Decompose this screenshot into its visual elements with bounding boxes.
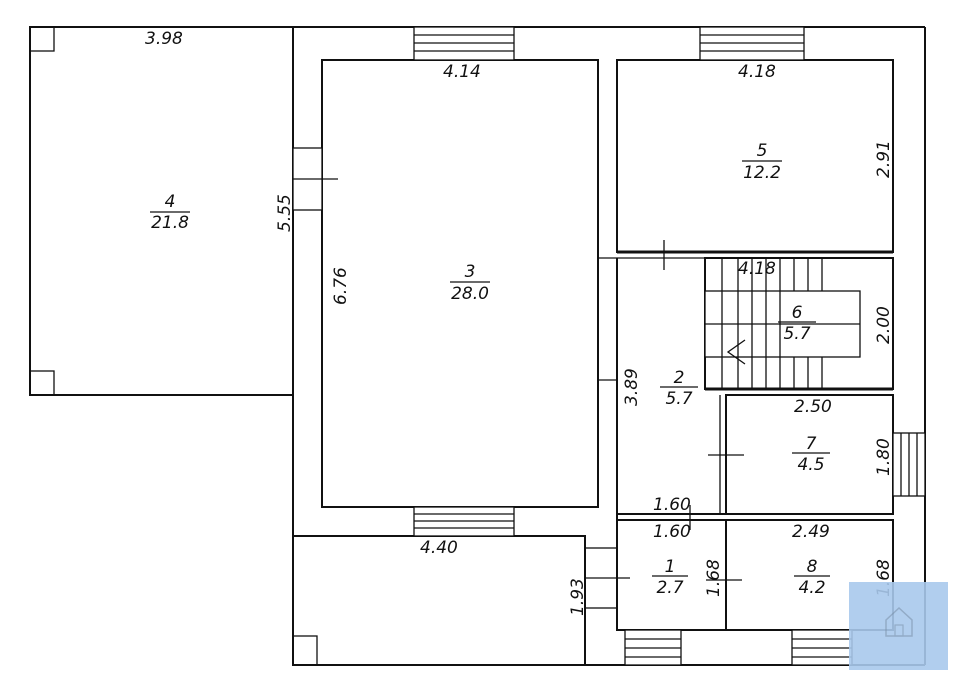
watermark-box [849,582,948,670]
dim-left-wall: 5.55 [275,194,295,232]
dim-room6-height: 2.00 [874,306,894,344]
dim-room3-height: 6.76 [331,267,351,305]
dim-room2-bottom: 1.60 [653,495,691,515]
window-bottom-room3 [413,506,515,537]
room-6-area: 5.7 [783,324,810,344]
room-5-number: 5 [757,141,768,161]
dim-room3-top: 4.14 [443,62,481,82]
room-2-label: 2 5.7 [660,368,698,409]
dim-room7-height: 1.80 [874,438,894,476]
room-4-area: 21.8 [151,213,189,233]
window-bottom-room1 [624,629,682,666]
room-4-label: 4 21.8 [150,192,190,233]
room-7-area: 4.5 [797,455,824,475]
doors [292,147,744,630]
room-4-number: 4 [165,192,176,212]
room-5-outline [616,59,894,253]
room-1-area: 2.7 [656,578,683,598]
dim-room1-top: 1.60 [653,522,691,542]
dim-room8-top: 2.49 [792,522,830,542]
room-5-label: 5 12.2 [742,141,782,183]
dim-room7-top: 2.50 [794,397,832,417]
room-8-area: 4.2 [798,578,825,598]
column-bottom [292,635,318,666]
dim-room2-height: 3.89 [622,368,642,406]
room-3-label: 3 28.0 [450,262,490,304]
window-top-room5 [699,26,805,61]
room-2-number: 2 [674,368,685,388]
dim-room5-height: 2.91 [874,140,894,178]
room-labels: 4 21.8 3 28.0 5 12.2 6 5.7 2 5.7 7 4.5 [150,141,830,598]
window-top-room3 [413,26,515,61]
column-bottom-left [29,370,55,396]
dim-room5-top: 4.18 [738,62,776,82]
room-2-area: 5.7 [665,389,692,409]
room-1-label: 1 2.7 [652,557,688,598]
dim-room4-top: 3.98 [145,29,183,49]
windows [413,26,926,666]
stair-arrow-icon [726,339,746,365]
column-top-left [29,26,55,52]
staircase [704,258,861,389]
dimension-labels: 3.98 4.14 4.18 5.55 6.76 2.91 4.18 2.00 … [145,29,894,616]
dim-bottom-left-height: 1.93 [568,578,588,616]
dim-room1-height: 1.68 [704,559,724,597]
room-8-label: 8 4.2 [794,557,830,598]
room-7-number: 7 [806,434,817,454]
watermark [849,582,948,670]
room-6-label: 6 5.7 [778,303,816,344]
room-6-number: 6 [792,303,803,323]
house-icon [885,606,913,637]
room-3-number: 3 [465,262,476,282]
room-1-number: 1 [665,557,676,577]
window-right-room7 [892,432,926,497]
room-3-area: 28.0 [451,284,489,304]
room-7-label: 7 4.5 [792,434,830,475]
room-5-area: 12.2 [743,163,781,183]
room-8-number: 8 [807,557,818,577]
dim-room6-top: 4.18 [738,259,776,279]
window-bottom-room8 [791,629,853,666]
room-4-outline [29,26,294,396]
dim-bottom-left-top: 4.40 [420,538,458,558]
